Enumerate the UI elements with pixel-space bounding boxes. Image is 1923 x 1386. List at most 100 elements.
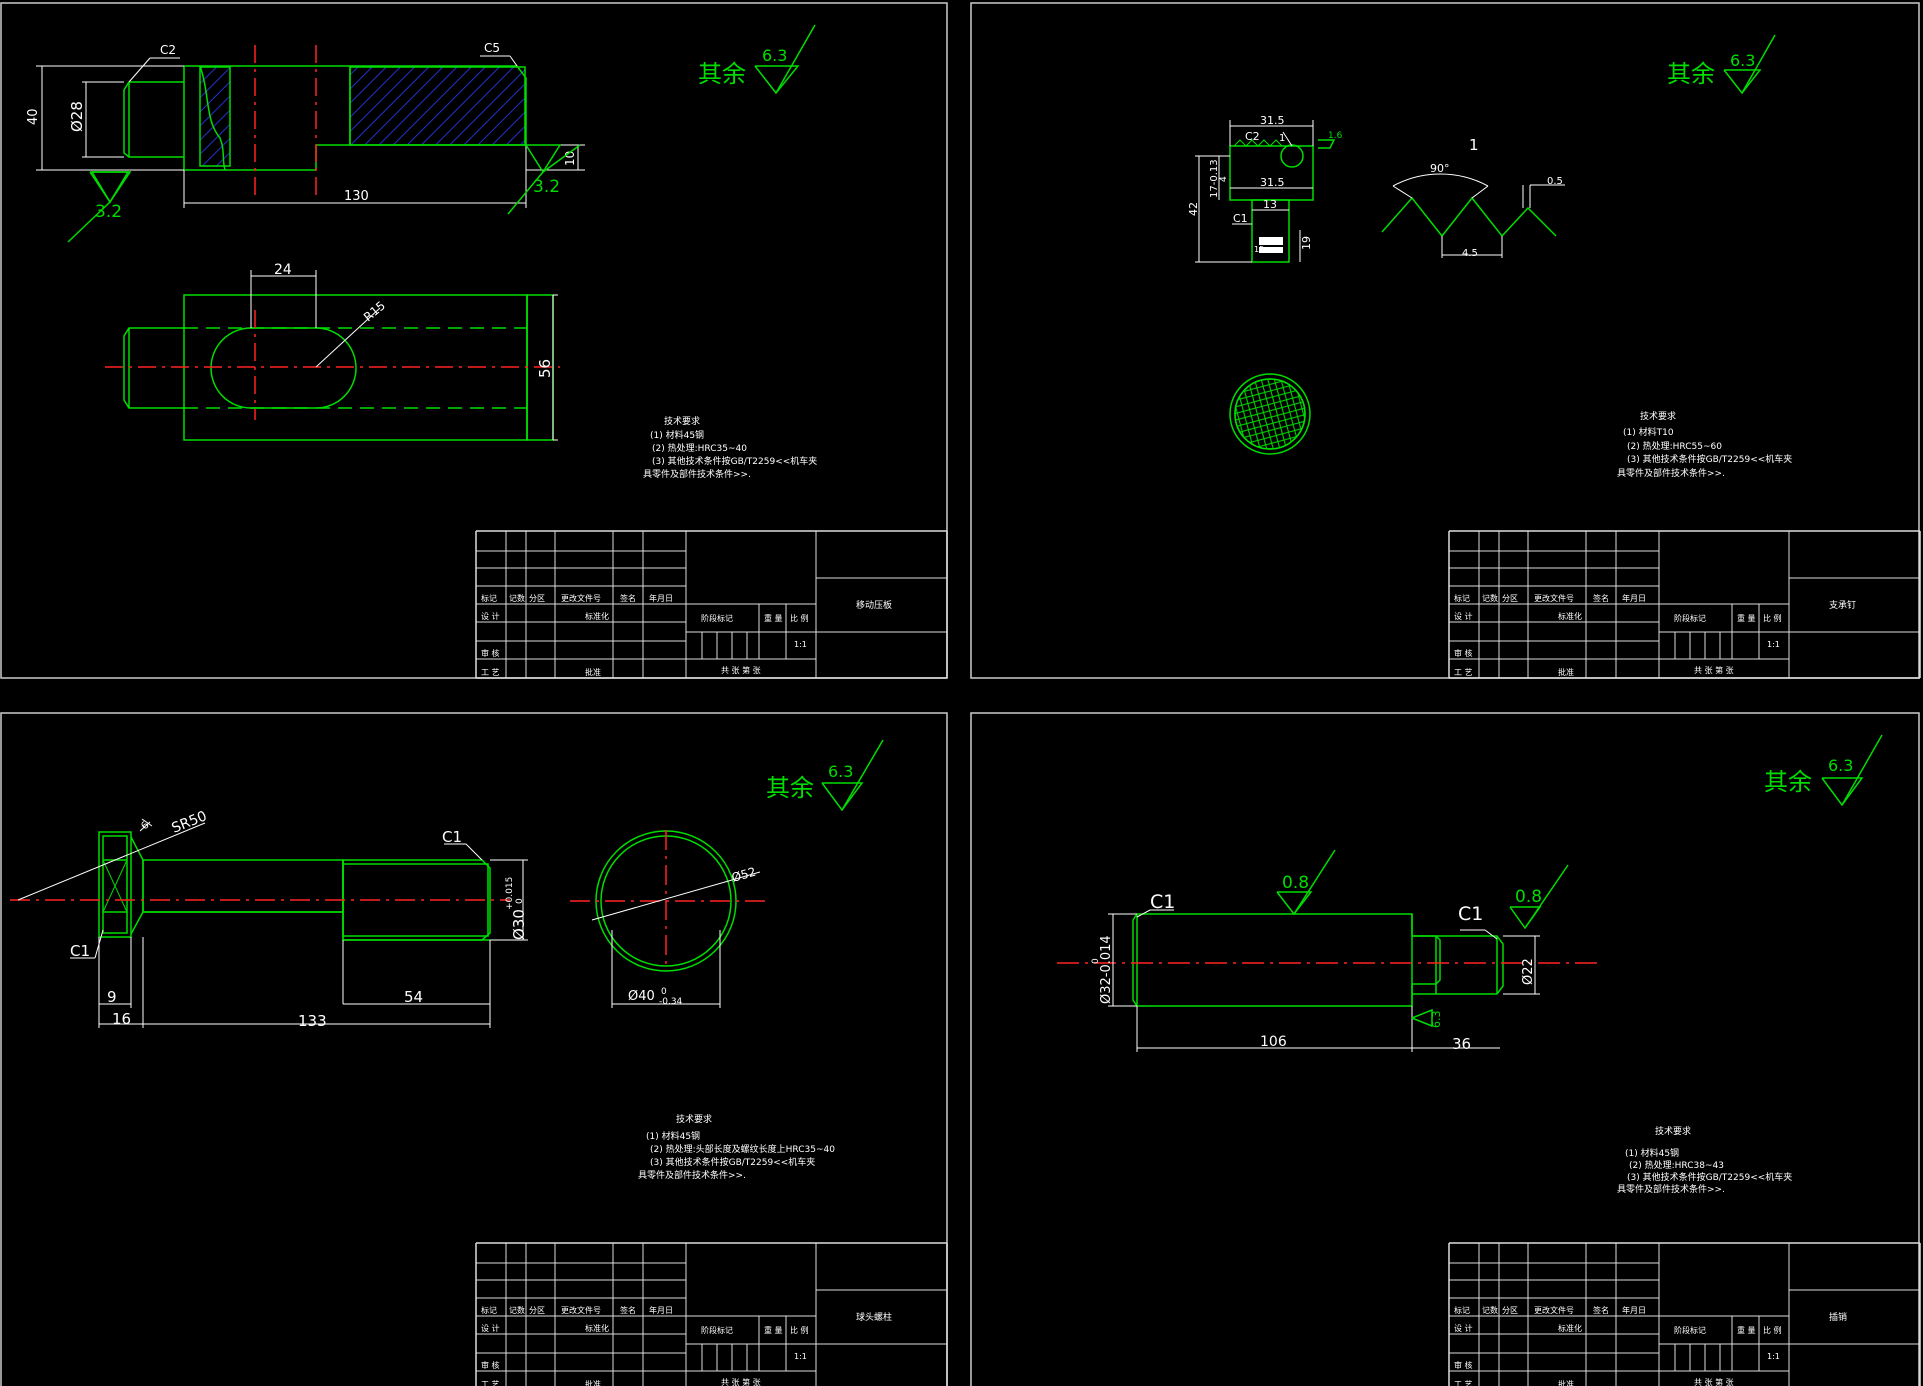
dim-label: 36 [1452, 1035, 1471, 1053]
dim-label: C2 [1245, 130, 1260, 143]
dim-label: C1 [442, 828, 462, 846]
tb-label: 设 计 [1454, 1323, 1473, 1333]
tb-sheets: 共 张 第 张 [721, 1377, 761, 1386]
tech-req-title: 技术要求 [676, 1113, 712, 1125]
dim-label: 16 [112, 1010, 131, 1028]
knurled-top-view [1229, 373, 1311, 455]
tb-label: 设 计 [481, 611, 500, 621]
tb-header: 记数 [509, 1305, 525, 1315]
roughness-value: 6.3 [762, 46, 787, 65]
dim-label: 15 [1254, 245, 1264, 254]
tb-label: 比 例 [1763, 613, 1782, 623]
tb-header: 更改文件号 [1534, 593, 1574, 603]
dim-label: 90° [1430, 162, 1450, 175]
dim-label: C1 [1233, 212, 1248, 225]
tb-header: 标记 [1454, 1305, 1470, 1315]
dim-label: 24 [274, 262, 292, 278]
dim-label: 4 [1219, 176, 1229, 182]
tb-header: 年月日 [1622, 593, 1646, 603]
tb-label: 工 艺 [1454, 1380, 1473, 1386]
tb-header: 签名 [620, 593, 636, 603]
dim-label: 130 [344, 189, 369, 204]
shaft-stub [123, 81, 184, 158]
sheet-border [970, 712, 1920, 1386]
dim-label: 56 [536, 359, 554, 378]
tb-header: 分区 [529, 1306, 545, 1315]
roughness-value: 0.8 [1515, 887, 1542, 907]
tb-header: 签名 [620, 1305, 636, 1315]
tb-header: 更改文件号 [561, 1305, 601, 1315]
title-block: 标记记数分区更改文件号签名年月日设 计标准化审 核工 艺批准阶段标记重 量比 例… [475, 1242, 948, 1386]
tech-req-line: (1) 材料45钢 [1625, 1147, 1679, 1159]
dim-label: C2 [160, 43, 176, 57]
tech-req-line: (2) 热处理:头部长度及螺纹长度上HRC35~40 [650, 1143, 835, 1155]
technical-notes: 技术要求 (1) 材料45钢 (2) 热处理:HRC35~40 (3) 其他技术… [638, 410, 1792, 1195]
surface-roughness-note: 其余 6.3 [698, 24, 816, 95]
title-block: 标记记数分区更改文件号签名年月日设 计标准化审 核工 艺批准阶段标记重 量比 例… [1448, 530, 1921, 679]
break-line [199, 65, 226, 171]
tech-req-line: 具零件及部件技术条件>>. [638, 1169, 746, 1181]
tb-label: 批准 [1558, 1379, 1574, 1386]
dim-label: Ø30 [510, 909, 528, 940]
surface-rest-label: 其余 [698, 60, 746, 88]
sheet-3: SR50 6 C1 C1 Ø30 +0.015 0 9 16 133 54 Ø5… [0, 712, 948, 1386]
tech-req-line: 具零件及部件技术条件>>. [1617, 467, 1725, 479]
dim-label: 0 [1091, 958, 1101, 964]
tech-req-line: (1) 材料T10 [1623, 426, 1674, 438]
dim-label: C1 [70, 942, 90, 960]
dim-label: 0 [661, 987, 667, 997]
tb-header: 记数 [1482, 593, 1498, 603]
tb-label: 比 例 [1763, 1325, 1782, 1335]
dim-label: Ø52 [730, 865, 758, 885]
tb-label: 阶段标记 [1674, 1325, 1706, 1335]
tb-sheets: 共 张 第 张 [1694, 1377, 1734, 1386]
dim-label: 19 [1300, 236, 1313, 250]
tb-label: 审 核 [1454, 648, 1473, 658]
surface-rest-label: 其余 [1764, 768, 1812, 796]
tech-req-title: 技术要求 [1640, 410, 1676, 422]
roughness-value: 6.3 [828, 762, 853, 781]
tb-label: 重 量 [1737, 1325, 1756, 1335]
tb-header: 年月日 [649, 1305, 673, 1315]
tech-req-line: (2) 热处理:HRC38~43 [1629, 1159, 1724, 1171]
tb-header: 分区 [1502, 1306, 1518, 1315]
tb-label: 重 量 [1737, 613, 1756, 623]
roughness-symbol [91, 171, 130, 204]
title-block: 标记记数分区更改文件号签名年月日设 计标准化审 核工 艺批准阶段标记重 量比 例… [1448, 1242, 1921, 1386]
surface-rest-label: 其余 [1667, 60, 1715, 88]
tb-scale: 1:1 [794, 1352, 807, 1361]
dim-label: SR50 [170, 808, 210, 836]
detail-view: 1 90° 0.5 4.5 [1381, 136, 1565, 259]
tb-label: 批准 [1558, 667, 1574, 677]
drawing-title: 球头螺柱 [856, 1311, 892, 1323]
drawing-title: 支承钉 [1829, 599, 1856, 611]
tech-req-line: (3) 其他技术条件按GB/T2259<<机车夹 [1627, 1171, 1792, 1183]
tb-label: 设 计 [481, 1323, 500, 1333]
tb-label: 标准化 [1558, 611, 1582, 621]
dim-label: Ø32-0.014 [1099, 935, 1114, 1004]
sheet-border [0, 2, 948, 679]
tb-scale: 1:1 [1767, 1352, 1780, 1361]
roughness-symbol [89, 171, 132, 204]
tb-header: 分区 [1502, 594, 1518, 603]
sheet-2: 31.5 C2 1 31.5 42 17-0.13 4 13 C1 15 19 … [970, 2, 1920, 679]
tech-req-title: 技术要求 [1655, 1125, 1691, 1137]
title-block: 标记记数分区更改文件号签名年月日设 计标准化审 核工 艺批准阶段标记重 量比 例… [475, 530, 948, 679]
dim-label: 4.5 [1462, 248, 1478, 259]
tb-header: 更改文件号 [1534, 1305, 1574, 1315]
sheet-border [0, 712, 948, 1386]
roughness-symbol [1276, 891, 1313, 916]
dim-label: R15 [361, 298, 388, 324]
sheet-border [970, 2, 1920, 679]
tb-header: 年月日 [649, 593, 673, 603]
tech-req-line: 具零件及部件技术条件>>. [1617, 1183, 1725, 1195]
tb-label: 批准 [585, 667, 601, 677]
tb-header: 年月日 [1622, 1305, 1646, 1315]
tb-header: 标记 [1454, 593, 1470, 603]
roughness-symbol [1509, 906, 1542, 930]
tb-label: 重 量 [764, 1325, 783, 1335]
top-view: 24 R15 56 [105, 262, 560, 441]
tb-header: 标记 [481, 593, 497, 603]
